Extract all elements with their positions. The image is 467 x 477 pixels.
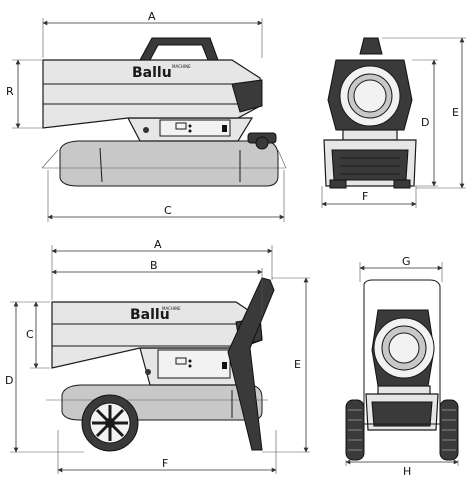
brand-logo-bottom: Ballu bbox=[130, 307, 170, 323]
dim-label-e-top: E bbox=[452, 106, 459, 119]
dim-label-g-bottom: G bbox=[402, 255, 411, 268]
trolley-handle-bottom bbox=[227, 277, 275, 451]
dim-label-e-bottom: E bbox=[294, 358, 301, 371]
dim-label-h-bottom: H bbox=[403, 465, 411, 477]
brand-tag-top: MACHINE bbox=[172, 64, 191, 69]
fuel-tank-top bbox=[59, 140, 279, 187]
front-view-top: D E F bbox=[321, 37, 466, 208]
dim-label-c-bottom: C bbox=[26, 328, 34, 341]
handle-front-top bbox=[359, 37, 383, 55]
side-view-top: Ballu MACHINE A R C bbox=[6, 10, 287, 222]
dim-label-a-top: A bbox=[148, 10, 156, 23]
dim-label-b-bottom: B bbox=[150, 259, 158, 272]
side-view-bottom: Ballu MACHINE A B C D bbox=[5, 238, 310, 474]
dim-label-a-bottom: A bbox=[154, 238, 162, 251]
dim-label-c-top: C bbox=[164, 204, 172, 217]
dim-label-r-top: R bbox=[6, 85, 14, 98]
handle-top bbox=[139, 37, 219, 61]
control-panel-top bbox=[159, 119, 231, 137]
brand-tag-bottom: MACHINE bbox=[162, 306, 181, 311]
control-panel-bottom bbox=[157, 349, 231, 379]
brand-logo-top: Ballu bbox=[132, 65, 172, 81]
control-knob-top bbox=[255, 136, 269, 150]
dim-label-d-top: D bbox=[421, 116, 429, 129]
dim-label-f-top: F bbox=[362, 190, 368, 203]
dim-label-f-bottom: F bbox=[162, 457, 168, 470]
front-view-bottom: G H bbox=[345, 255, 459, 477]
heater-body-top bbox=[42, 59, 263, 129]
dim-label-d-bottom: D bbox=[5, 374, 13, 387]
fan-guard-top bbox=[231, 79, 263, 113]
